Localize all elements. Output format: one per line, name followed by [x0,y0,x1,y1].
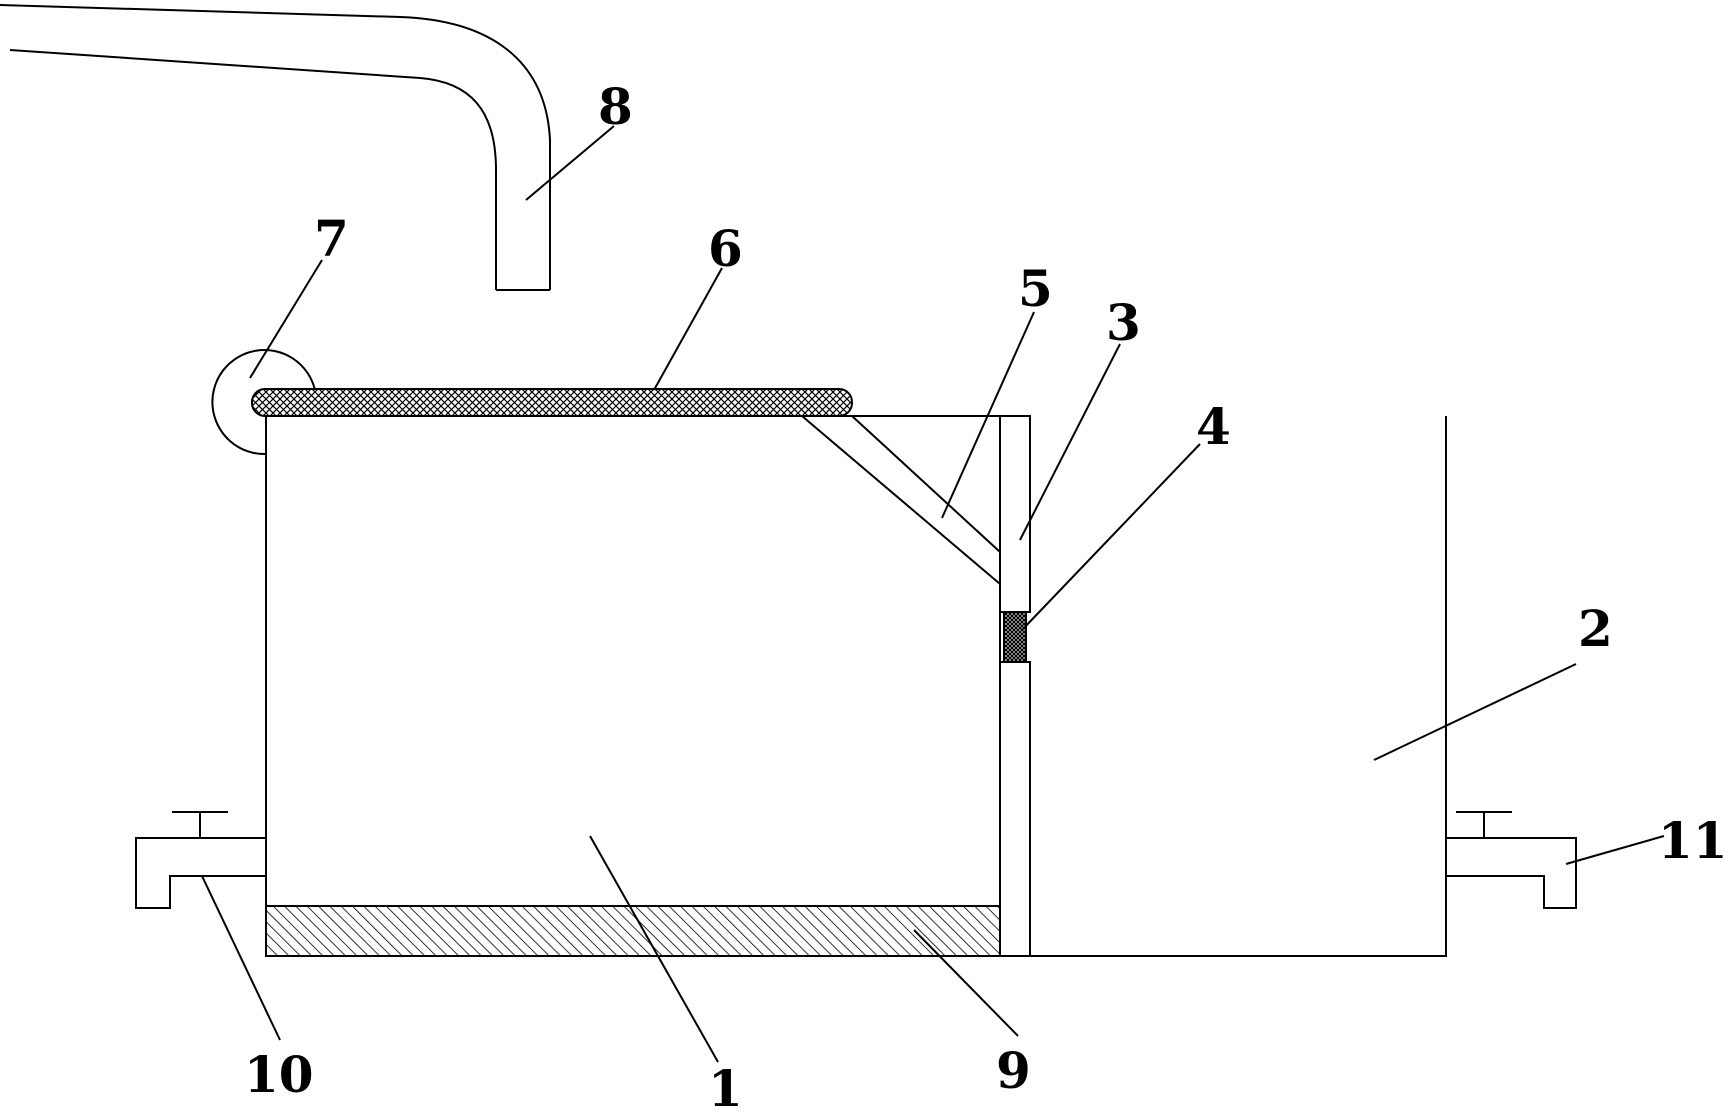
label-11: 11 [1658,811,1728,870]
drain-valve-right [1445,811,1577,909]
label-9: 9 [996,1041,1031,1100]
leader-9 [913,929,1019,1037]
inlet-pipe [0,4,551,290]
label-6: 6 [708,219,743,278]
label-10: 10 [244,1045,314,1104]
leader-3 [1019,343,1121,541]
filter-layer [265,905,1001,957]
hinge-circle [211,349,316,456]
leader-4 [1021,443,1201,631]
leader-7 [249,259,323,379]
label-1: 1 [708,1059,743,1116]
label-8: 8 [598,77,633,136]
leader-1 [589,835,719,1063]
filtration-tank [265,414,1001,957]
partition-lower [999,661,1031,957]
drain-valve-left [135,811,267,909]
leader-2 [1373,663,1577,761]
leader-6 [653,267,723,391]
leader-5 [941,311,1035,519]
label-3: 3 [1106,293,1141,352]
label-4: 4 [1196,397,1231,456]
leader-8 [525,125,615,201]
label-5: 5 [1018,259,1053,318]
inclined-baffle [799,415,1001,587]
filter-screen [1003,611,1027,663]
label-7: 7 [314,209,349,268]
clear-water-tank [1030,416,1447,957]
leader-10 [201,875,281,1041]
cover-plate [251,388,853,417]
label-2: 2 [1578,599,1613,658]
inlet-pipe-inner-edge [9,49,497,290]
partition-upper [999,415,1031,613]
leader-11 [1565,835,1665,865]
